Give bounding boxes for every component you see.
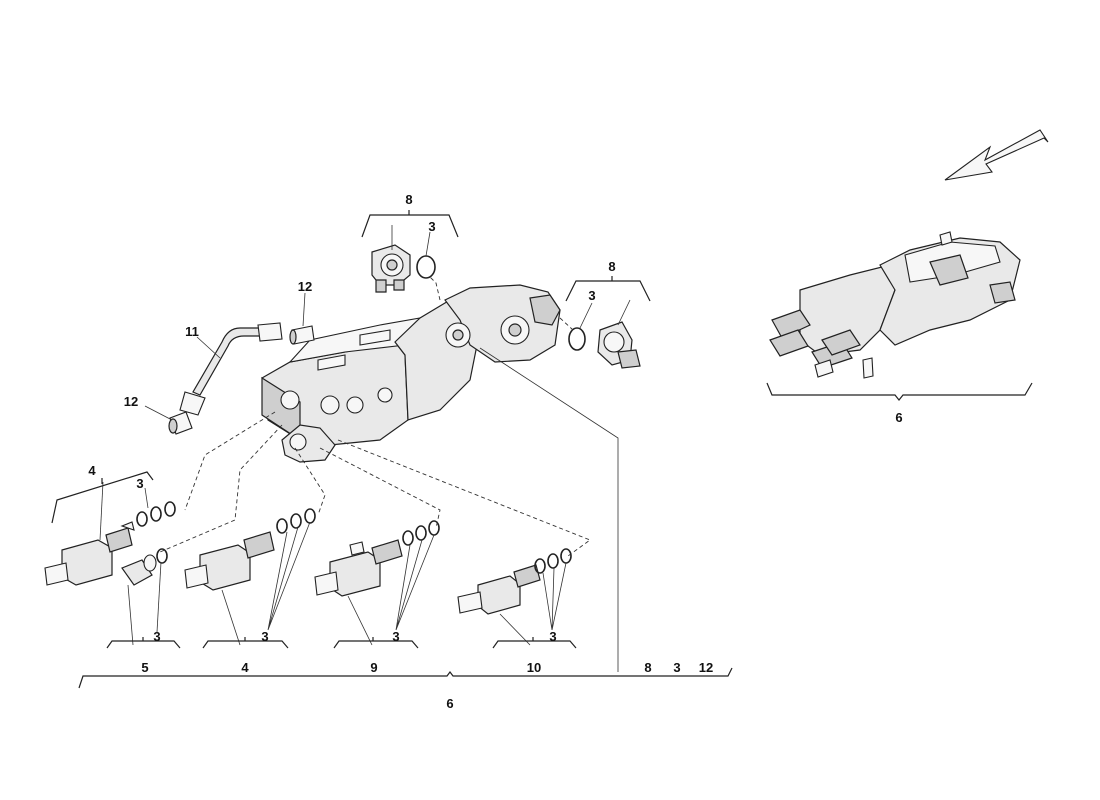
o-ring-3-top[interactable]	[416, 255, 436, 279]
sensor-8-right[interactable]	[597, 321, 641, 369]
label-bottom-12: 12	[699, 660, 713, 675]
o-rings-3-group-9[interactable]	[402, 520, 440, 546]
brackets	[51, 210, 1033, 689]
label-pipe-12-top: 12	[298, 279, 312, 294]
label-sub-5: 5	[141, 660, 148, 675]
label-sol4-3: 3	[549, 629, 556, 644]
label-bottom-8: 8	[644, 660, 651, 675]
direction-arrow-icon	[944, 129, 1049, 181]
label-pipe-12-left: 12	[124, 394, 138, 409]
part-labels: 8 3 8 3 12 11 12 4 3 3 3 3 3 5 4 9 10 8 …	[88, 192, 902, 711]
o-rings-3-left[interactable]	[136, 501, 176, 527]
fitting-12-left[interactable]	[168, 411, 193, 435]
label-sub-4: 4	[241, 660, 249, 675]
leader-lines	[99, 225, 631, 672]
label-left-group-3: 3	[136, 476, 143, 491]
label-sol1-3: 3	[153, 629, 160, 644]
o-ring-3-right[interactable]	[568, 327, 586, 351]
label-inset-6: 6	[895, 410, 902, 425]
label-sub-9: 9	[370, 660, 377, 675]
solenoid-valve-10[interactable]	[457, 564, 541, 615]
label-sub-10: 10	[527, 660, 541, 675]
sensor-8-top[interactable]	[371, 244, 411, 293]
label-bottom-3: 3	[673, 660, 680, 675]
label-pipe-11: 11	[185, 324, 199, 339]
solenoid-valve-4-left[interactable]	[44, 521, 135, 586]
solenoid-valve-9[interactable]	[314, 539, 403, 597]
pipe-11[interactable]	[179, 322, 283, 416]
solenoid-valve-4-middle[interactable]	[184, 531, 275, 591]
label-right-group-3: 3	[588, 288, 595, 303]
transmission-housing[interactable]	[261, 284, 561, 463]
label-bottom-6: 6	[446, 696, 453, 711]
o-rings-3-group-10[interactable]	[534, 548, 572, 574]
sensor-5[interactable]	[121, 554, 157, 586]
label-sol3-3: 3	[392, 629, 399, 644]
label-top-group-3: 3	[428, 219, 435, 234]
label-left-group-4: 4	[88, 463, 96, 478]
label-sol2-3: 3	[261, 629, 268, 644]
assembly-dashed-lines	[159, 276, 591, 557]
assembled-unit-inset[interactable]	[769, 231, 1021, 379]
o-rings-3-middle[interactable]	[276, 508, 316, 534]
label-right-group-8: 8	[608, 259, 615, 274]
label-top-group-8: 8	[405, 192, 412, 207]
fitting-12-top[interactable]	[289, 325, 315, 345]
o-ring-3-sensor-5[interactable]	[156, 548, 168, 564]
